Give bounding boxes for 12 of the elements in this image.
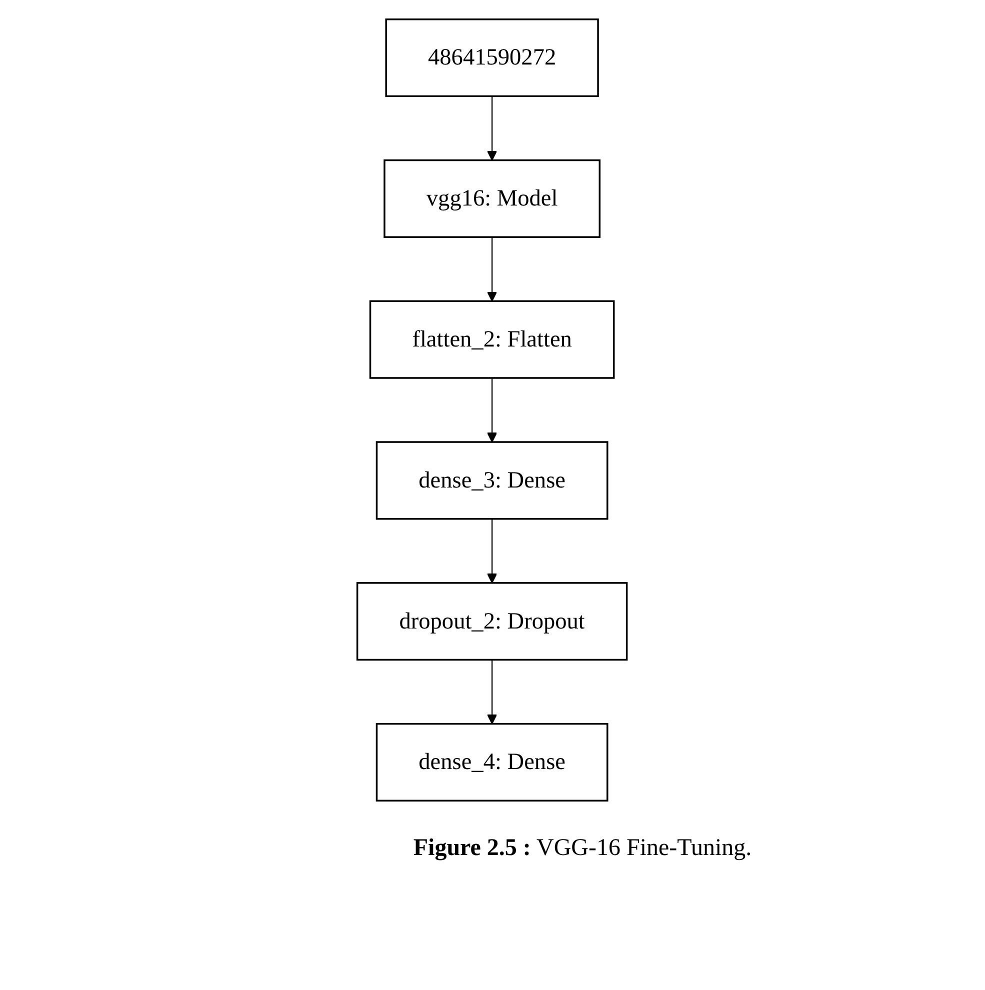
arrow	[487, 96, 498, 161]
node-box: 48641590272	[386, 18, 600, 98]
arrow	[487, 660, 498, 724]
figure-caption: Figure 2.5 : VGG-16 Fine-Tuning.	[413, 835, 752, 862]
arrow	[487, 237, 498, 302]
arrow	[487, 518, 498, 584]
node-box: dense_4: Dense	[376, 722, 609, 802]
node-box: flatten_2: Flatten	[370, 300, 616, 379]
node-box: dense_3: Dense	[376, 441, 609, 520]
arrow	[487, 378, 498, 442]
node-box: vgg16: Model	[384, 159, 601, 238]
node-box: dropout_2: Dropout	[356, 582, 628, 661]
